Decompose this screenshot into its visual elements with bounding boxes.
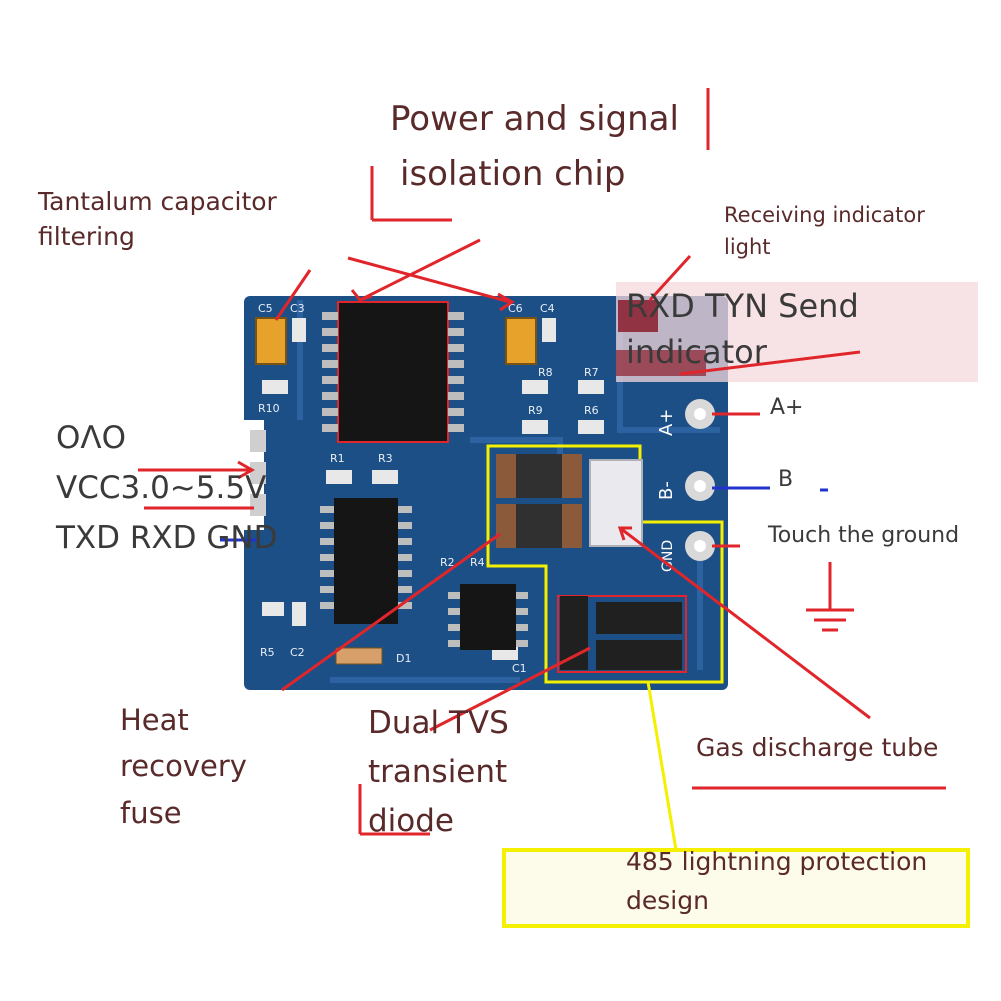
silkscreen-labels: C5 C3 C6 C4 R10 R8 R7 R9 R6 R1 R3 R2 R5 … (258, 302, 599, 675)
small-chip (448, 584, 528, 650)
label-receiving-line2: light (724, 235, 771, 260)
transceiver-chip (320, 498, 412, 624)
label-receiving: Receiving indicator light (724, 202, 925, 261)
receive-led (618, 300, 658, 332)
label-left-pins: OΛO VCC3.0~5.5V TXD RXD GND (56, 418, 277, 560)
label-tantalum-line2: filtering (38, 222, 135, 252)
silk-c2: C2 (290, 646, 305, 659)
left-header-pins (250, 430, 266, 516)
isolation-chip (322, 301, 464, 443)
label-tvs-line2: transient (368, 753, 508, 790)
label-ground: Touch the ground (768, 523, 960, 548)
label-tvs: Dual TVS transient diode (368, 704, 509, 840)
silk-r10: R10 (258, 402, 280, 415)
lightning-leader-line (646, 681, 678, 851)
silk-r6: R6 (584, 404, 599, 417)
annotation-arrows (138, 88, 946, 836)
silk-r8: R8 (538, 366, 553, 379)
silk-r7: R7 (584, 366, 599, 379)
ground-symbol (806, 562, 854, 632)
label-pins-line2: VCC3.0~5.5V (56, 469, 267, 506)
lightning-box (502, 848, 970, 928)
label-gas-tube: Gas discharge tube (696, 733, 939, 762)
tantalum-capacitor-right (505, 317, 537, 365)
silk-c1: C1 (512, 662, 527, 675)
smd-components (262, 318, 604, 660)
label-fuse-line2: recovery (120, 749, 247, 784)
pin-label-gnd: GND (660, 540, 676, 572)
fuse-component (335, 647, 383, 665)
silk-r4: R4 (470, 556, 485, 569)
label-fuse-line3: fuse (120, 795, 182, 830)
tvs-diodes (557, 595, 687, 673)
output-terminals (685, 399, 715, 561)
pin-label-a: A+ (656, 409, 677, 436)
recovery-fuses (496, 454, 582, 548)
label-fuse-line1: Heat (120, 703, 189, 737)
label-fuse: Heat recovery fuse (120, 702, 247, 831)
silk-d1: D1 (396, 652, 411, 665)
label-isolation-chip: Power and signal isolation chip (390, 98, 679, 195)
label-pins-line3: TXD RXD GND (56, 519, 278, 556)
silk-r3: R3 (378, 452, 393, 465)
label-send-line2: indicator (626, 333, 767, 371)
silk-r5: R5 (260, 646, 275, 659)
label-b: B (778, 467, 794, 492)
silk-r2: R2 (440, 556, 455, 569)
silk-c5: C5 (258, 302, 273, 315)
pin-label-b: B- (656, 481, 677, 500)
label-tantalum: Tantalum capacitor filtering (38, 186, 277, 253)
label-isolation-line2: isolation chip (400, 153, 626, 194)
label-send-indicator: RXD TYN Send indicator (626, 286, 859, 372)
label-tvs-line1: Dual TVS (368, 705, 509, 741)
label-lightning-line1: 485 lightning protection (626, 847, 928, 876)
gas-discharge-tube (589, 459, 643, 547)
pcb-trace (297, 300, 720, 683)
silk-c4: C4 (540, 302, 555, 315)
label-lightning-line2: design (626, 886, 709, 916)
label-lightning: 485 lightning protection design (626, 846, 927, 917)
label-receiving-line1: Receiving indicator (724, 203, 925, 227)
label-tvs-line3: diode (368, 802, 455, 839)
label-isolation-line1: Power and signal (390, 99, 679, 139)
silk-c3: C3 (290, 302, 305, 315)
label-tantalum-line1: Tantalum capacitor (38, 187, 277, 216)
silk-r1: R1 (330, 452, 345, 465)
label-pins-line1: OΛO (56, 420, 127, 456)
silk-r9: R9 (528, 404, 543, 417)
silk-c6: C6 (508, 302, 523, 315)
tantalum-capacitor-left (255, 317, 287, 365)
label-a-plus: A+ (770, 395, 804, 420)
label-send-line1: RXD TYN Send (626, 287, 859, 325)
